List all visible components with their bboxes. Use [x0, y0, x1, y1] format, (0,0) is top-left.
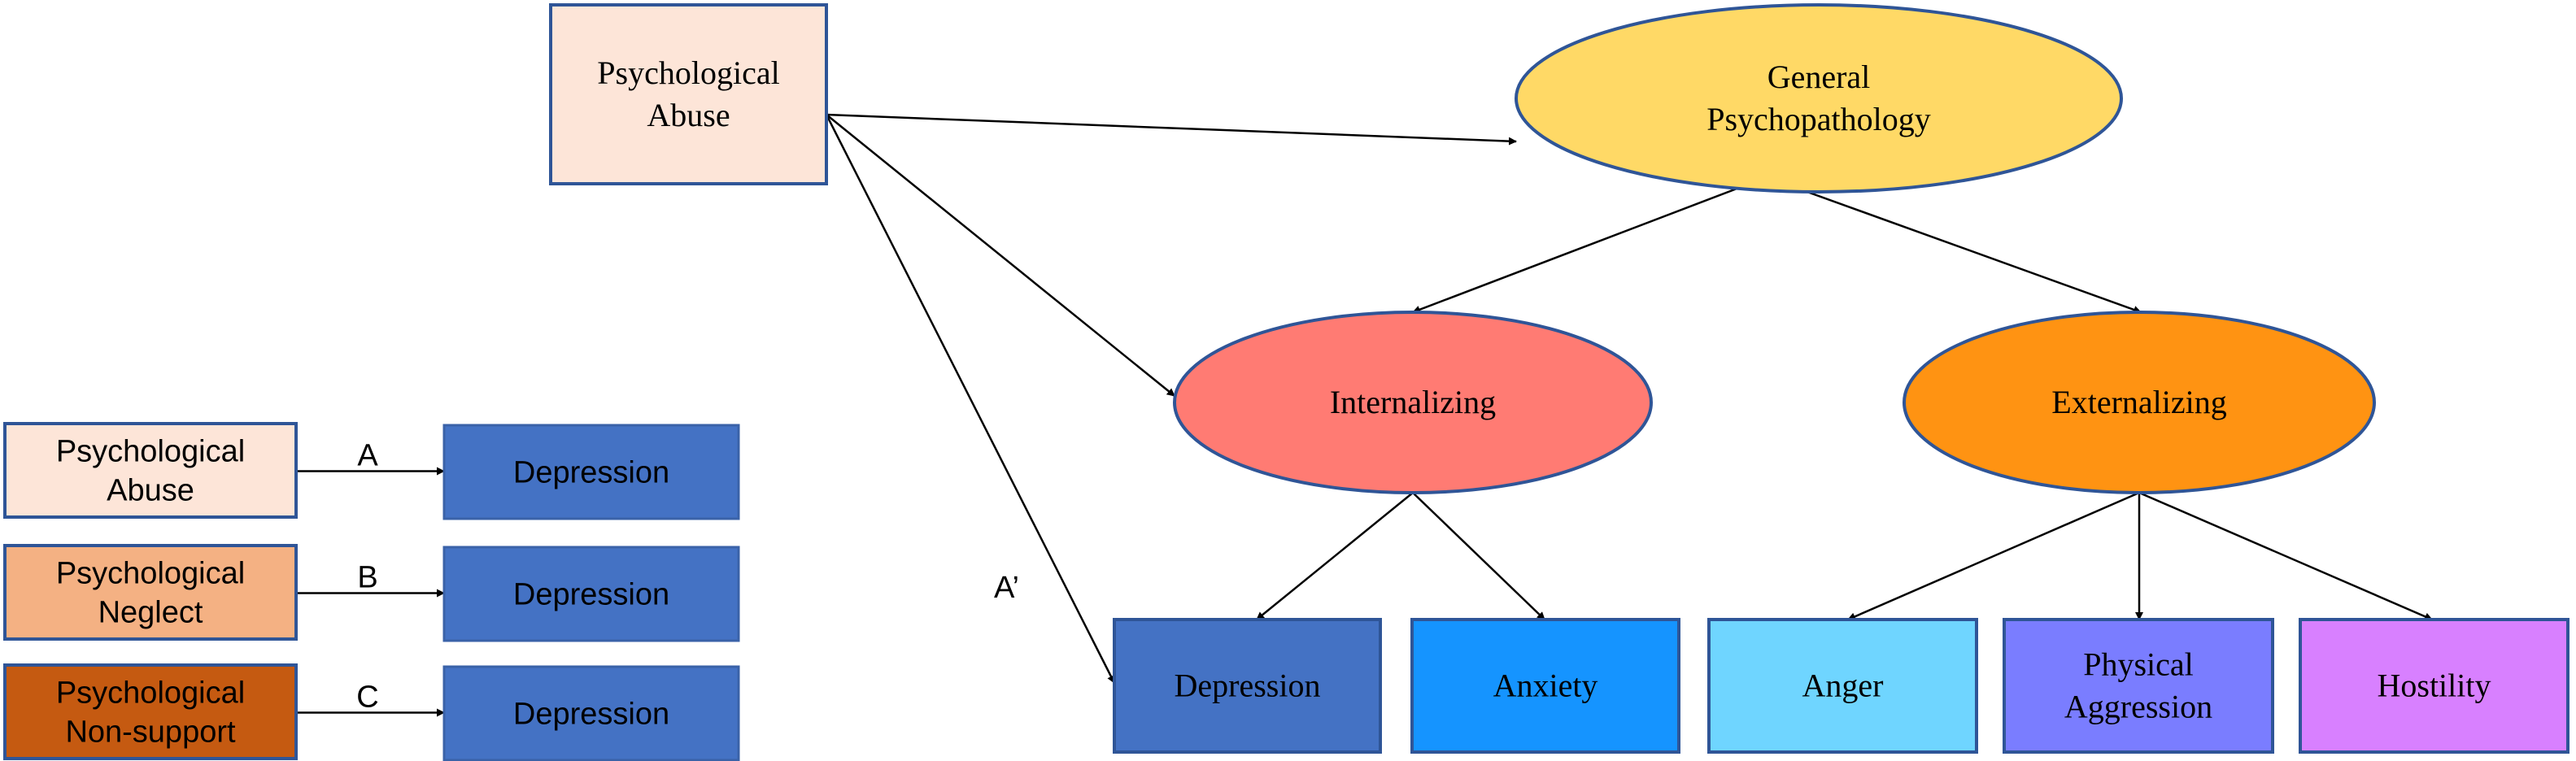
internalizing-to-anxiety-arrow [1412, 492, 1545, 620]
abuse-to-internalizing-arrow [826, 114, 1175, 397]
left-target-box [442, 665, 740, 761]
left-source-box [3, 422, 298, 519]
anxiety-node [1410, 618, 1680, 754]
direct-path-label: A’ [994, 571, 1019, 605]
internalizing-node [1173, 311, 1653, 494]
anger-label: Anger [1802, 668, 1884, 704]
left-path-label: C [356, 681, 378, 715]
left-source-label: Psychological [56, 435, 245, 469]
general-to-internalizing-arrow [1412, 176, 1767, 314]
general-node [1515, 3, 2123, 194]
left-path-label: A [357, 439, 378, 473]
left-target-label: Depression [513, 578, 669, 612]
abuse-to-general-arrow [826, 113, 1517, 146]
depression-node [1113, 618, 1382, 754]
general-label: Psychopathology [1706, 101, 1931, 137]
internalizing-label: Internalizing [1330, 384, 1496, 420]
internalizing-to-depression-arrow [1256, 492, 1414, 620]
left-source-label: Non-support [65, 715, 236, 750]
externalizing-to-anger-arrow [1847, 491, 2140, 621]
externalizing-to-hostility-arrow [2138, 491, 2433, 621]
left-source-box [3, 544, 298, 641]
anger-node [1707, 618, 1978, 754]
left-source-box [3, 663, 298, 760]
left-target-box [442, 546, 740, 642]
physical-aggression-node [2003, 618, 2274, 754]
left-source-label: Neglect [98, 596, 203, 630]
hostility-label: Hostility [2377, 668, 2491, 704]
hostility-node [2299, 618, 2569, 754]
externalizing-node [1903, 311, 2376, 494]
left-source-label: Psychological [56, 676, 245, 711]
general-label: General [1767, 59, 1871, 95]
physical-aggression-label: Aggression [2064, 689, 2212, 725]
left-target-label: Depression [513, 456, 669, 490]
abuse-to-depression-arrow [825, 114, 1116, 684]
abuse-top-node [549, 3, 828, 185]
left-source-label: Psychological [56, 557, 245, 591]
anxiety-label: Anxiety [1493, 668, 1598, 704]
abuse-top-label: Abuse [647, 97, 730, 133]
left-path-label: B [357, 561, 377, 595]
physical-aggression-label: Physical [2083, 646, 2194, 683]
left-target-box [442, 424, 740, 520]
general-to-externalizing-arrow [1766, 176, 2142, 314]
left-target-label: Depression [513, 698, 669, 732]
abuse-top-label: Psychological [597, 54, 779, 91]
left-source-label: Abuse [107, 474, 194, 508]
externalizing-label: Externalizing [2051, 384, 2226, 420]
depression-label: Depression [1175, 668, 1321, 704]
